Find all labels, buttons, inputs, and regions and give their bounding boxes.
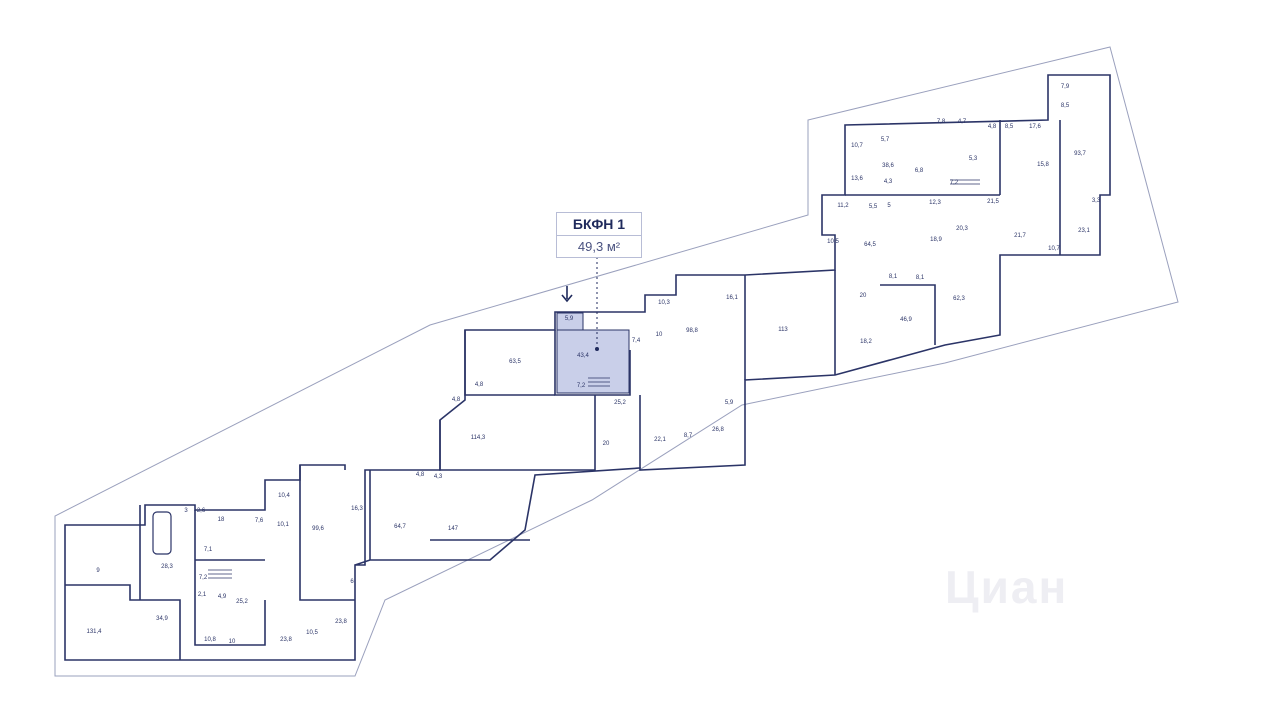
unit-small-room[interactable]	[556, 312, 584, 331]
building-walls	[64, 74, 1111, 661]
room-area-label: 3	[184, 508, 188, 514]
room-area-label: 2,6	[197, 508, 206, 514]
room-area-label: 23,8	[280, 637, 292, 643]
room-area-label: 5,9	[725, 400, 734, 406]
room-area-label: 7,4	[632, 338, 641, 344]
room-area-label: 25,2	[236, 599, 248, 605]
room-area-label: 2,1	[198, 592, 207, 598]
room-area-label: 98,8	[686, 328, 698, 334]
room-area-label: 4,8	[452, 397, 461, 403]
room-area-label: 5	[887, 203, 891, 209]
room-area-label: 8,5	[1061, 103, 1070, 109]
room-area-label: 131,4	[86, 629, 102, 635]
room-area-label: 21,5	[987, 199, 999, 205]
room-area-label: 4,8	[475, 382, 484, 388]
unit-room-label: 5,9	[565, 316, 574, 322]
unit-room-label: 43,4	[577, 353, 589, 359]
room-area-label: 8,7	[684, 433, 693, 439]
room-area-label: 16,1	[726, 295, 738, 301]
room-area-label: 64,5	[864, 242, 876, 248]
room-area-label: 16,3	[351, 506, 363, 512]
room-area-label: 114,3	[471, 435, 486, 441]
room-area-label: 10,3	[658, 300, 670, 306]
room-area-label: 113	[778, 327, 788, 333]
room-area-label: 3,3	[1092, 198, 1101, 204]
room-area-label: 18	[218, 517, 225, 523]
room-area-label: 18,2	[860, 339, 872, 345]
room-area-label: 147	[448, 526, 459, 532]
watermark: Циан	[945, 561, 1069, 613]
room-area-label: 10,7	[1048, 246, 1060, 252]
room-area-label: 7,1	[204, 547, 213, 553]
room-area-label: 8,5	[1005, 124, 1014, 130]
room-area-label: 7,2	[577, 383, 586, 389]
room-area-label: 6,8	[915, 168, 924, 174]
room-area-label: 10,4	[278, 493, 290, 499]
room-area-label: 10	[656, 332, 663, 338]
room-area-label: 20,3	[956, 226, 968, 232]
room-area-label: 8,1	[916, 275, 925, 281]
room-area-label: 10	[229, 639, 236, 645]
room-area-label: 4,9	[218, 594, 227, 600]
room-area-label: 13,6	[851, 176, 863, 182]
room-area-label: 7,9	[1061, 84, 1070, 90]
room-area-label: 23,8	[335, 619, 347, 625]
room-area-label: 6	[350, 579, 354, 585]
room-area-label: 4,3	[434, 474, 443, 480]
room-area-label: 28,3	[161, 564, 173, 570]
room-area-label: 5,7	[881, 137, 890, 143]
room-area-label: 4,7	[958, 119, 967, 125]
room-area-label: 10,7	[851, 143, 863, 149]
car-icon	[152, 511, 172, 555]
unit-main-room[interactable]	[556, 329, 630, 394]
room-area-label: 26,8	[712, 427, 724, 433]
room-area-label: 20	[603, 441, 610, 447]
room-area-label: 4,8	[416, 472, 425, 478]
room-area-label: 46,9	[900, 317, 912, 323]
room-area-label: 23,1	[1078, 228, 1090, 234]
room-area-label: 64,7	[394, 524, 406, 530]
room-area-label: 10,5	[306, 630, 318, 636]
room-area-label: 18,9	[930, 237, 942, 243]
room-area-label: 7,2	[950, 180, 959, 186]
room-area-label: 9	[96, 568, 100, 574]
room-area-label: 17,6	[1029, 124, 1041, 130]
room-area-label: 25,2	[614, 400, 626, 406]
room-area-label: 15,8	[1037, 162, 1049, 168]
unit-callout[interactable]: БКФН 1 49,3 м²	[556, 212, 642, 258]
unit-area: 49,3 м²	[577, 239, 621, 254]
entrance-arrow-icon	[561, 286, 573, 303]
site-outline	[54, 46, 1179, 677]
room-area-label: 10,8	[204, 637, 216, 643]
room-area-label: 7,8	[937, 119, 946, 125]
room-area-label: 8,1	[889, 274, 898, 280]
room-area-label: 4,3	[884, 179, 893, 185]
room-area-label: 5,3	[969, 156, 978, 162]
room-area-label: 11,2	[837, 203, 849, 209]
room-area-label: 12,3	[929, 200, 941, 206]
room-area-label: 99,6	[312, 526, 324, 532]
unit-name: БКФН 1	[557, 213, 641, 236]
highlighted-unit[interactable]	[556, 257, 630, 394]
room-area-label: 5,5	[869, 204, 878, 210]
room-area-label: 7,6	[255, 518, 264, 524]
room-area-label: 63,5	[509, 359, 521, 365]
room-area-label: 62,3	[953, 296, 965, 302]
room-area-label: 21,7	[1014, 233, 1026, 239]
room-area-label: 7,2	[199, 575, 208, 581]
room-area-label: 93,7	[1074, 151, 1086, 157]
room-area-label: 10,1	[277, 522, 289, 528]
room-area-label: 22,1	[654, 437, 666, 443]
stairs	[208, 179, 980, 579]
room-area-label: 4,8	[988, 124, 997, 130]
room-area-label: 20	[860, 293, 867, 299]
room-area-label: 10,5	[827, 239, 839, 245]
room-area-label: 34,9	[156, 616, 168, 622]
room-area-label: 38,6	[882, 163, 894, 169]
